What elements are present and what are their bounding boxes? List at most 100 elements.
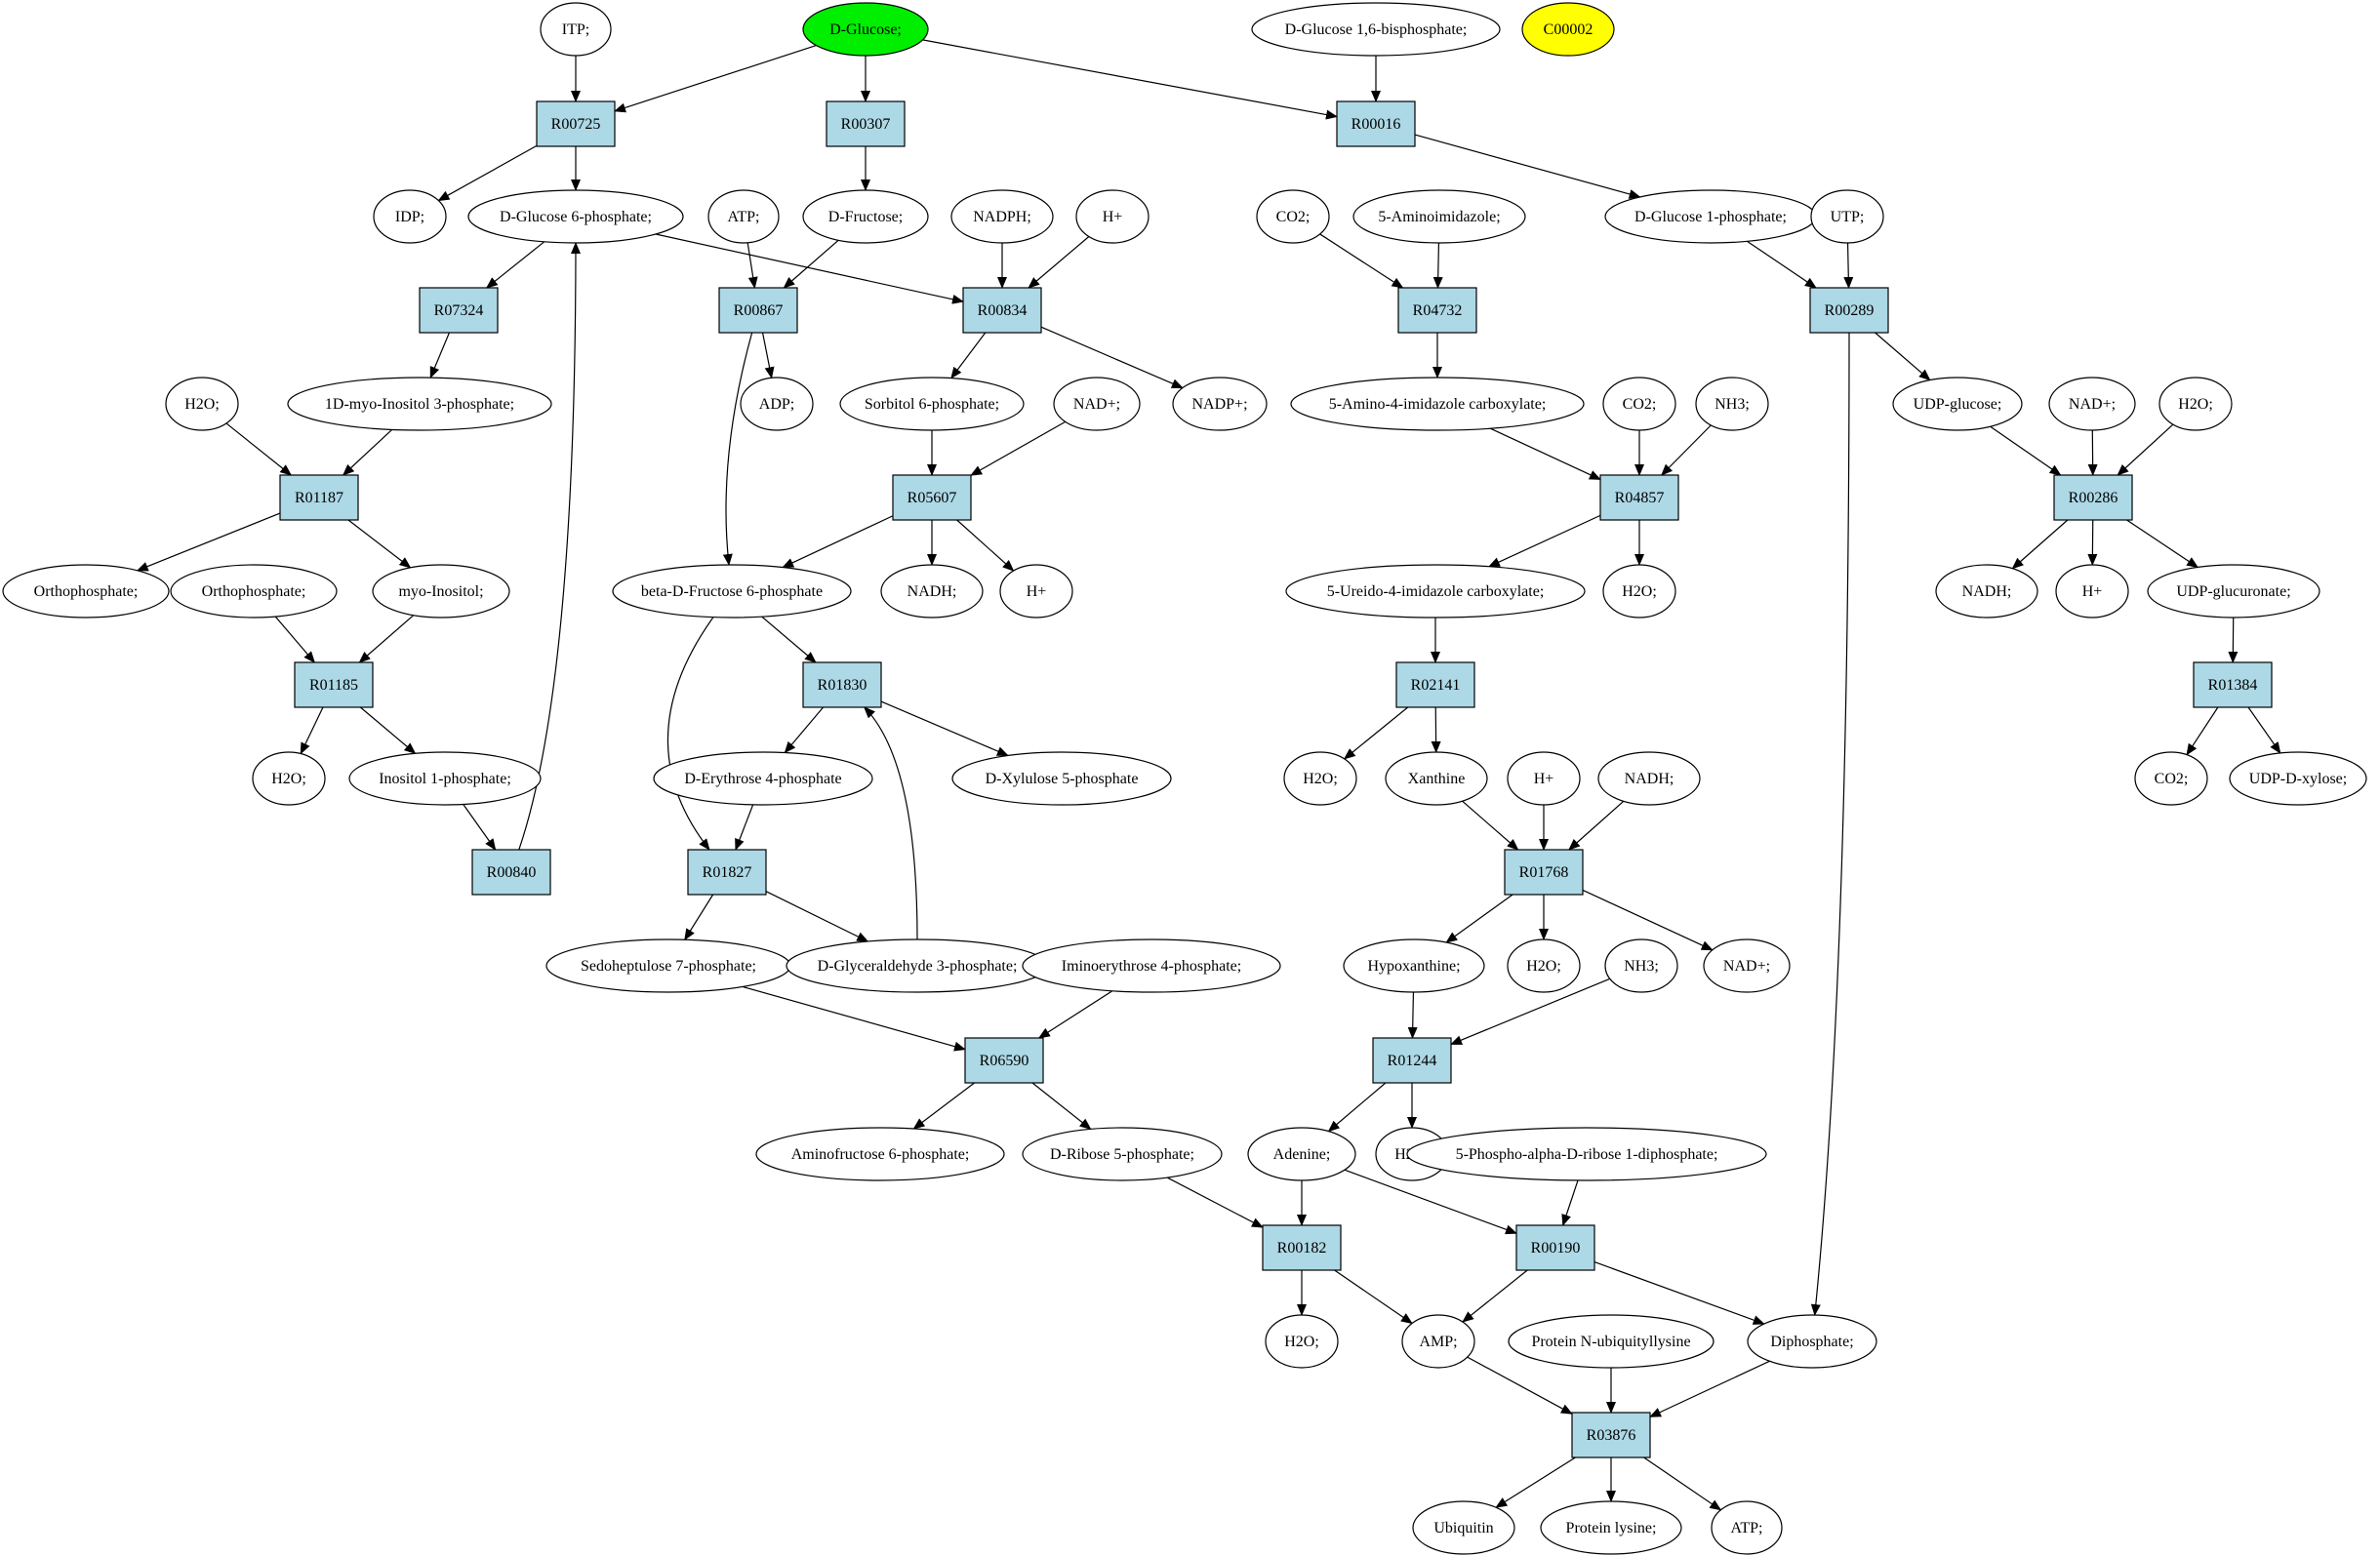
edge-r01187-to-opa [136, 512, 281, 572]
compound-node-inositol-1-phosphate: Inositol 1-phosphate; [348, 751, 542, 806]
reaction-node-label: R04732 [1413, 302, 1463, 319]
edge-dg1p-to-r00289 [1747, 240, 1817, 289]
edge-s7p-to-r06590 [742, 985, 966, 1052]
compound-node-shape [2158, 377, 2233, 431]
reaction-node-shape [1397, 287, 1477, 334]
edge-r03876-to-atp2 [1643, 1456, 1722, 1511]
compound-node-udp-glucuronate: UDP-glucuronate; [2147, 564, 2320, 618]
compound-node-label: Orthophosphate; [202, 583, 306, 600]
compound-node-label: H2O; [2178, 396, 2213, 413]
compound-node-label: Orthophosphate; [34, 583, 139, 600]
compound-node-label: H2O; [1622, 583, 1657, 600]
edge-r01830-to-dx5p [880, 700, 1009, 757]
reaction-node-r00840: R00840 [471, 849, 551, 896]
compound-node-d-erythrose-4-phosphate: D-Erythrose 4-phosphate [653, 751, 873, 806]
reaction-node-r00190: R00190 [1515, 1224, 1595, 1271]
compound-node-label: NH3; [1624, 958, 1659, 975]
compound-node-h2o: H2O; [1602, 564, 1676, 618]
edge-dfru-to-r00867 [783, 239, 839, 289]
compound-node-shape [612, 564, 852, 618]
compound-node-shape [1022, 1127, 1223, 1181]
compound-node-amp: AMP; [1401, 1314, 1475, 1369]
edge-r01244-to-aden [1327, 1082, 1387, 1133]
edge-nh3a-to-r04857 [1661, 424, 1712, 476]
reaction-node-label: R00867 [734, 302, 784, 319]
compound-node-shape [2134, 751, 2208, 806]
edge-nh3b-to-r01244 [1450, 977, 1611, 1046]
compound-node-shape [1810, 189, 1884, 244]
compound-node-label: H+ [1534, 771, 1554, 787]
edge-r01768-to-nadp3 [1582, 889, 1714, 951]
compound-node-label: Adenine; [1273, 1146, 1331, 1163]
compound-node-shape [1703, 938, 1791, 993]
compound-node-label: NAD+; [1723, 958, 1770, 975]
reaction-node-r01384: R01384 [2193, 661, 2273, 708]
compound-node-d-glucose: D-Glucose; [802, 2, 929, 57]
compound-node-shape [348, 751, 542, 806]
reaction-node-r06590: R06590 [964, 1037, 1044, 1084]
compound-node-shape [1747, 1314, 1877, 1369]
edge-r00834-to-nadpp [1040, 326, 1184, 389]
compound-node-shape [1075, 189, 1150, 244]
compound-node-nadh: NADH; [1597, 751, 1701, 806]
compound-node-diphosphate: Diphosphate; [1747, 1314, 1877, 1369]
reaction-node-shape [962, 287, 1042, 334]
compound-node-shape [653, 751, 873, 806]
reaction-node-label: R00190 [1531, 1240, 1581, 1257]
edge-de4p-to-r01827 [735, 804, 754, 851]
compound-node-shape [2055, 564, 2129, 618]
compound-node-label: CO2; [1623, 396, 1657, 413]
reaction-node-label: R01185 [309, 677, 358, 694]
compound-node-xanthine: Xanthine [1385, 751, 1488, 806]
compound-node-d-fructose: D-Fructose; [802, 189, 929, 244]
compound-node-shape [802, 2, 929, 57]
compound-node-shape [1711, 1500, 1783, 1555]
reaction-node-label: R01768 [1519, 864, 1569, 881]
compound-node-orthophosphate: Orthophosphate; [170, 564, 338, 618]
reaction-node-shape [718, 287, 798, 334]
reaction-node-shape [1809, 287, 1889, 334]
reaction-node-label: R06590 [980, 1053, 1029, 1069]
compound-node-nadph: NADPH; [950, 189, 1054, 244]
edge-aimid-to-r04732 [1432, 242, 1443, 289]
compound-node-label: NADH; [1625, 771, 1674, 787]
edge-r06590-to-af6p [912, 1082, 975, 1130]
compound-node-h: H+ [1507, 751, 1581, 806]
reaction-node-shape [687, 849, 767, 896]
compound-node-label: H+ [1027, 583, 1047, 600]
edge-r00182-to-amp [1334, 1269, 1413, 1325]
compound-node-utp: UTP; [1810, 189, 1884, 244]
edge-r00286-to-nadhb [2011, 519, 2069, 570]
compound-node-protein-lysine: Protein lysine; [1540, 1500, 1682, 1555]
compound-node-shape [373, 189, 447, 244]
compound-node-label: Sorbitol 6-phosphate; [865, 396, 999, 413]
compound-node-label: D-Glucose; [829, 21, 902, 38]
edges-layer [136, 39, 2281, 1511]
reaction-node-label: R01830 [818, 677, 867, 694]
reaction-node-shape [802, 661, 882, 708]
reaction-node-label: R00182 [1277, 1240, 1327, 1257]
compound-node-shape [1540, 1500, 1682, 1555]
compound-node-label: Diphosphate; [1770, 1334, 1853, 1350]
compound-node-shape [1352, 189, 1526, 244]
reaction-node-r00289: R00289 [1809, 287, 1889, 334]
edge-xan-to-r01768 [1462, 800, 1519, 851]
edge-h2oa-to-r01187 [225, 422, 293, 476]
edge-dg6p-to-r07324 [485, 241, 545, 289]
compound-node-d-ribose-5-phosphate: D-Ribose 5-phosphate; [1022, 1127, 1223, 1181]
compound-node-label: Protein lysine; [1566, 1520, 1657, 1536]
edge-bdf6p-to-r01830 [761, 616, 817, 663]
compound-node-shape [839, 377, 1025, 431]
compound-node-shape [1935, 564, 2038, 618]
reaction-node-r00286: R00286 [2053, 474, 2133, 521]
compound-node-shape [1597, 751, 1701, 806]
compound-node-shape [540, 2, 612, 57]
compound-node-iminoerythrose-4-phosphate: Iminoerythrose 4-phosphate; [1022, 938, 1281, 993]
compound-node-label: CO2; [1276, 209, 1311, 225]
compound-node-shape [707, 189, 780, 244]
compound-node-label: NH3; [1714, 396, 1750, 413]
edge-amp-to-r03876 [1467, 1356, 1573, 1415]
edge-diph-to-r03876 [1649, 1360, 1770, 1417]
reaction-node-shape [1515, 1224, 1595, 1271]
compound-node-label: NAD+; [1073, 396, 1120, 413]
